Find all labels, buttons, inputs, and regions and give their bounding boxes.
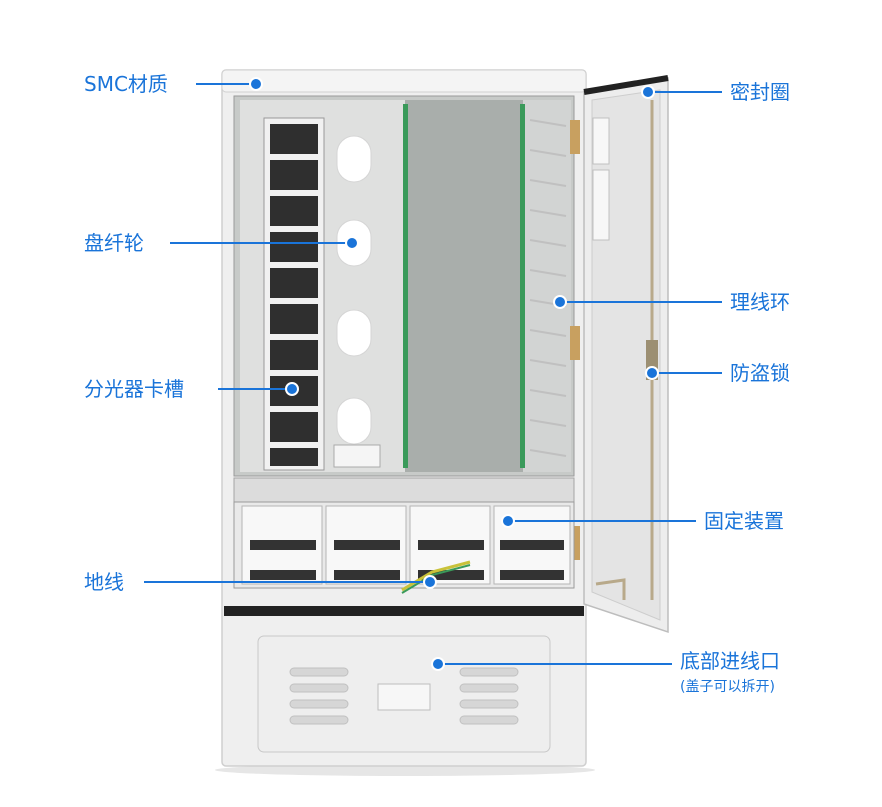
door-stay xyxy=(595,578,626,600)
label-ground-wire: 地线 xyxy=(84,570,124,594)
right-green-rail xyxy=(520,104,525,468)
door-hinge xyxy=(570,120,580,154)
callout-dots xyxy=(249,77,659,671)
nameplate xyxy=(377,683,431,711)
door-label-sheet xyxy=(592,169,610,241)
label-bottom-entry: 底部进线口 xyxy=(680,649,780,673)
label-splitter-slot: 分光器卡槽 xyxy=(84,377,184,401)
clamp-row xyxy=(250,540,564,580)
label-fiber-spool: 盘纤轮 xyxy=(84,231,144,255)
ground-wire xyxy=(401,560,471,592)
connector-block xyxy=(333,444,381,468)
separator-bar xyxy=(224,606,584,616)
right-panel xyxy=(523,100,571,472)
fiber-spool xyxy=(336,397,372,445)
door-hinge xyxy=(570,326,580,360)
label-seal-ring: 密封圈 xyxy=(730,80,790,104)
fixing-rail xyxy=(233,477,575,503)
label-anti-theft-lock: 防盗锁 xyxy=(730,361,790,385)
door-label-sheet xyxy=(592,117,610,165)
label-bottom-entry-note: (盖子可以拆开) xyxy=(680,679,775,695)
door-seal xyxy=(583,75,669,95)
fiber-spool xyxy=(336,309,372,357)
vent-slots-left xyxy=(289,667,349,725)
vent-slots-right xyxy=(459,667,519,725)
leader-lines xyxy=(144,83,722,665)
label-cable-ring: 理线环 xyxy=(730,290,790,314)
cable-ring-strips xyxy=(529,119,567,457)
cabinet-top-cap xyxy=(221,69,587,93)
floor-shadow xyxy=(215,764,595,776)
label-fixing-device: 固定装置 xyxy=(704,509,784,533)
door-hinge xyxy=(570,526,580,560)
label-smc-material: SMC材质 xyxy=(84,72,168,96)
center-cable-channel xyxy=(405,100,523,472)
left-green-rail xyxy=(403,104,408,468)
fiber-spool xyxy=(336,135,372,183)
splitter-slot-rack xyxy=(263,117,325,471)
